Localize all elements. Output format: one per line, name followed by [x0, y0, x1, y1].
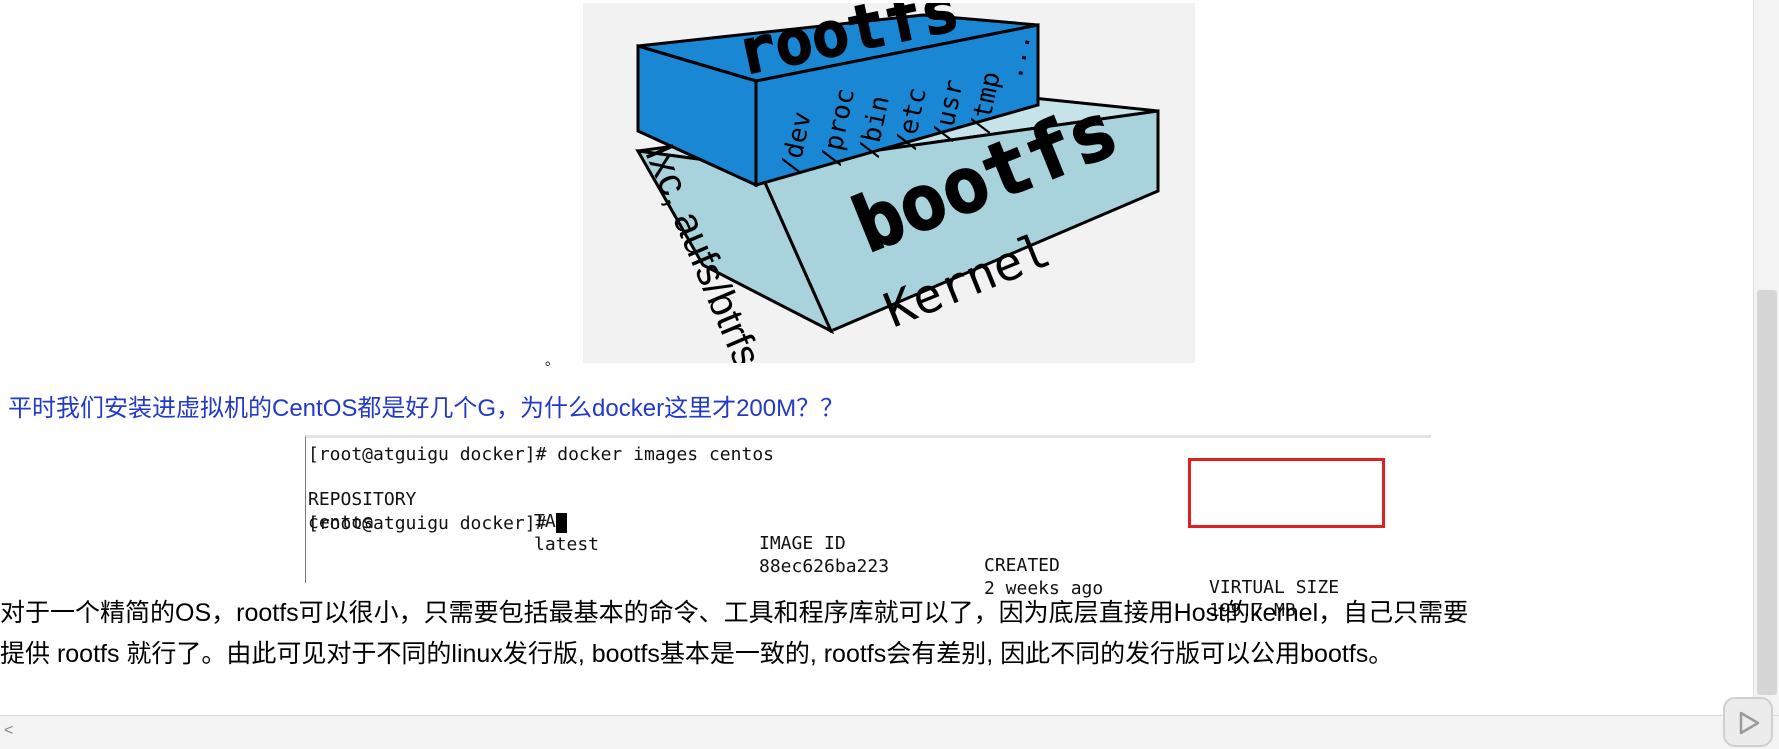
vertical-scrollbar[interactable]	[1753, 0, 1779, 716]
rootfs-front-face	[754, 23, 1040, 187]
caption-dot: 。	[545, 352, 559, 368]
terminal-command-line: [root@atguigu docker]# docker images cen…	[308, 444, 774, 465]
rootfs-bootfs-diagram: rootfs bootfs Kernel lxc, aufs/btrfs /de…	[583, 3, 1195, 363]
explanation-line-1: 对于一个精简的OS，rootfs可以很小，只需要包括最基本的命令、工具和程序库就…	[0, 599, 1469, 627]
terminal-prompt: [root@atguigu docker]#	[308, 513, 547, 534]
header-created: CREATED	[984, 555, 1060, 576]
horizontal-scrollbar[interactable]: <	[0, 715, 1779, 749]
cell-repository: centos	[308, 512, 374, 533]
virtual-size-highlight-box	[1188, 458, 1385, 528]
explanation-line-2: 提供 rootfs 就行了。由此可见对于不同的linux发行版, bootfs基…	[0, 640, 1394, 668]
terminal-data-row: centos latest 88ec626ba223 2 weeks ago 1…	[308, 490, 1428, 621]
bootfs-front-face	[755, 109, 1160, 333]
cell-created: 2 weeks ago	[984, 578, 1104, 599]
terminal-cursor	[556, 513, 568, 533]
scroll-left-arrow-icon[interactable]: <	[4, 722, 14, 739]
terminal-screenshot: [root@atguigu docker]# docker images cen…	[305, 435, 1431, 621]
terminal-prompt-line: [root@atguigu docker]#	[308, 513, 568, 535]
play-button[interactable]	[1723, 697, 1773, 747]
terminal-header-row: REPOSITORY TAG IMAGE ID CREATED VIRTUAL …	[308, 467, 1428, 598]
header-image-id: IMAGE ID	[759, 533, 846, 554]
cell-virtual-size: 199.7 MB	[1209, 600, 1296, 621]
vertical-scroll-thumb[interactable]	[1757, 290, 1777, 695]
header-repository: REPOSITORY	[308, 489, 417, 510]
cell-image-id: 88ec626ba223	[759, 556, 890, 577]
header-virtual-size: VIRTUAL SIZE	[1209, 577, 1340, 598]
explanation-paragraph: 对于一个精简的OS，rootfs可以很小，只需要包括最基本的命令、工具和程序库就…	[0, 593, 1745, 675]
cell-tag: latest	[534, 534, 600, 555]
question-text: 平时我们安装进虚拟机的CentOS都是好几个G，为什么docker这里才200M…	[8, 395, 845, 422]
play-icon	[1739, 711, 1760, 735]
